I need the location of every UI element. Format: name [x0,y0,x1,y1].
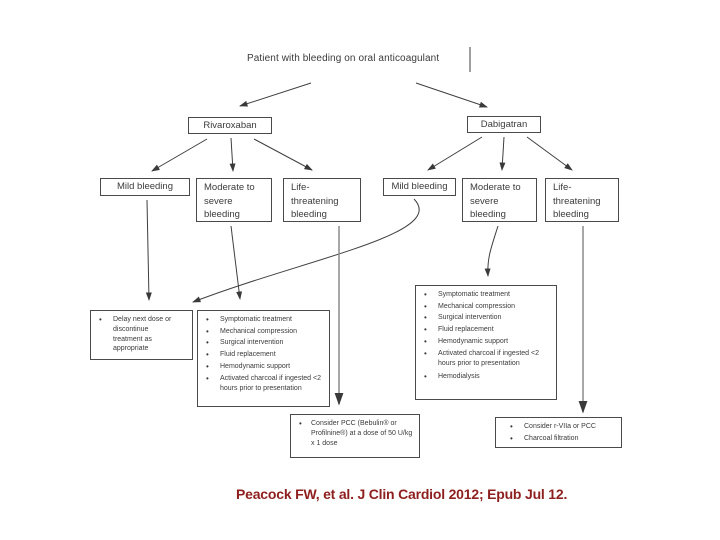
bullet-item: Symptomatic treatment [422,290,552,300]
bullet-item: Hemodialysis [422,372,552,382]
arrow-root-to-dabigatran [415,82,488,108]
management-list-dabigatran-moderate: Symptomatic treatmentMechanical compress… [416,286,556,382]
arrow-moderate-to-detail-right [484,225,499,277]
management-list-mild: Delay next dose or discontinue treatment… [91,311,192,354]
arrow-dabigatran-to-mild [427,136,483,171]
management-box-dabigatran-moderate: Symptomatic treatmentMechanical compress… [415,285,557,400]
management-list-rivaroxaban-moderate: Symptomatic treatmentMechanical compress… [198,311,329,394]
drug-node-rivaroxaban: Rivaroxaban [188,117,272,134]
bullet-item: Charcoal filtration [508,434,617,444]
management-box-dabigatran-life: Consider r-VIIa or PCC Charcoal filtratio… [495,417,622,448]
arrow-rivaroxaban-to-mild [151,138,208,172]
bullet-item: Consider r-VIIa or PCC [508,422,617,432]
bullet-item: Delay next dose or discontinue treatment… [97,315,172,354]
severity-node-dabigatran-moderate: Moderate to severe bleeding [462,178,537,222]
bullet-item: Hemodynamic support [422,337,552,347]
severity-node-dabigatran-mild: Mild bleeding [383,178,456,196]
bullet-item: Mechanical compression [422,302,552,312]
bullet-item: Fluid replacement [204,350,325,360]
bullet-item: Hemodynamic support [204,362,325,372]
bullet-item: Surgical intervention [422,313,552,323]
bullet-item: Activated charcoal if ingested <2 hours … [422,349,552,369]
arrow-rivaroxaban-to-life [253,138,313,171]
bullet-item: Mechanical compression [204,327,325,337]
arrow-moderate-to-detail-left [230,225,243,300]
management-box-rivaroxaban-moderate: Symptomatic treatmentMechanical compress… [197,310,330,407]
severity-node-rivaroxaban-moderate: Moderate to severe bleeding [196,178,272,222]
severity-node-dabigatran-life: Life-threatening bleeding [545,178,619,222]
arrow-dabigatran-to-moderate [499,136,506,171]
bullet-item: Fluid replacement [422,325,552,335]
arrow-rivaroxaban-to-moderate [229,137,236,172]
citation-text: Peacock FW, et al. J Clin Cardiol 2012; … [236,486,568,502]
bullet-item: Surgical intervention [204,338,325,348]
management-box-mild: Delay next dose or discontinue treatment… [90,310,193,360]
root-node-label: Patient with bleeding on oral anticoagul… [247,53,440,64]
management-list-dabigatran-life: Consider r-VIIa or PCC Charcoal filtratio… [496,418,621,444]
bullet-item: Symptomatic treatment [204,315,325,325]
management-box-rivaroxaban-life: Consider PCC (Bebulin® or Profilnine®) a… [290,414,420,458]
drug-node-dabigatran: Dabigatran [467,116,541,133]
management-list-rivaroxaban-life: Consider PCC (Bebulin® or Profilnine®) a… [291,415,419,450]
bullet-item: Activated charcoal if ingested <2 hours … [204,374,325,394]
bullet-item: Consider PCC (Bebulin® or Profilnine®) a… [297,419,415,450]
severity-node-rivaroxaban-life: Life-threatening bleeding [283,178,361,222]
arrow-root-to-rivaroxaban [239,82,312,107]
arrow-mild-to-delay [145,199,152,301]
severity-node-rivaroxaban-mild: Mild bleeding [100,178,190,196]
arrow-dabigatran-to-life [526,136,573,171]
